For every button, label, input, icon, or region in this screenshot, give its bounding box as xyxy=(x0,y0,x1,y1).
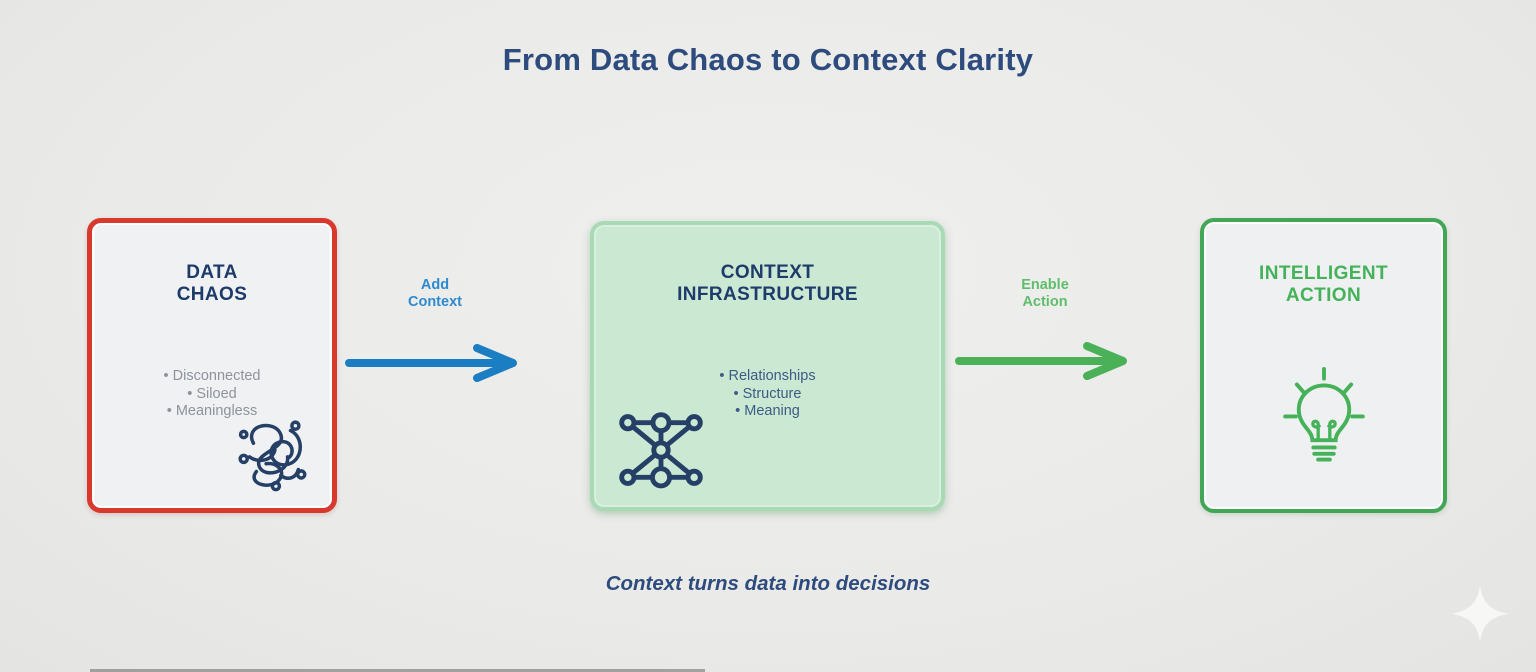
bottom-edge-shadow xyxy=(90,669,705,672)
intelligent-action-title: INTELLIGENT ACTION xyxy=(1259,263,1388,306)
data-chaos-bullets: Disconnected Siloed Meaningless xyxy=(92,368,332,421)
add-context-label: Add Context xyxy=(408,277,462,310)
bullet-meaning: Meaning xyxy=(594,403,941,421)
lightbulb-icon xyxy=(1280,366,1368,468)
context-infrastructure-title: CONTEXT INFRASTRUCTURE xyxy=(677,262,858,305)
network-icon xyxy=(616,410,706,495)
sparkle-icon xyxy=(1449,585,1511,648)
data-chaos-card: DATA CHAOS Disconnected Siloed Meaningle… xyxy=(87,218,337,513)
bullet-relationships: Relationships xyxy=(594,368,941,386)
enable-action-label: Enable Action xyxy=(1021,277,1069,310)
context-infrastructure-card: CONTEXT INFRASTRUCTURE Relationships Str… xyxy=(590,221,945,511)
page-title: From Data Chaos to Context Clarity xyxy=(502,42,1034,77)
bullet-structure: Structure xyxy=(594,386,941,404)
context-infrastructure-bullets: Relationships Structure Meaning xyxy=(594,368,941,421)
add-context-arrow-icon xyxy=(345,344,517,382)
bullet-siloed: Siloed xyxy=(92,386,332,404)
bullet-meaningless: Meaningless xyxy=(92,403,332,421)
bullet-disconnected: Disconnected xyxy=(92,368,332,386)
data-chaos-title: DATA CHAOS xyxy=(176,262,248,305)
tangle-icon xyxy=(232,413,310,498)
intelligent-action-card: INTELLIGENT ACTION xyxy=(1200,218,1447,513)
enable-action-arrow-icon xyxy=(955,342,1127,380)
caption: Context turns data into decisions xyxy=(605,572,931,595)
